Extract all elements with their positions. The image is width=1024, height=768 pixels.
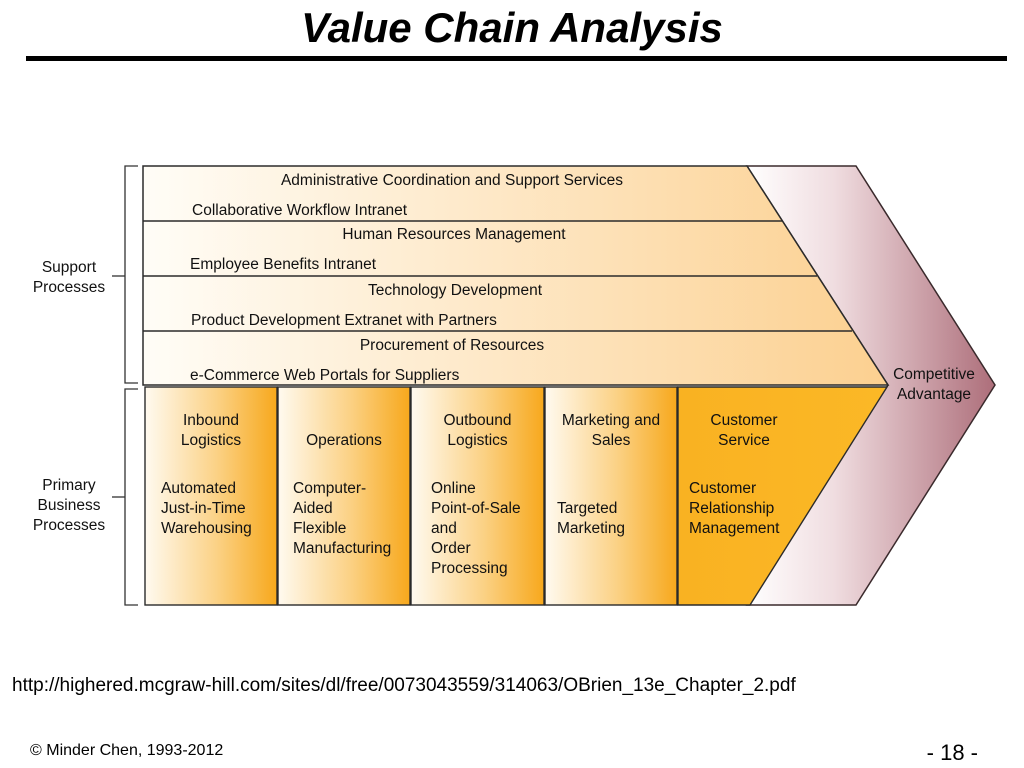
support-activity-name: Administrative Coordination and Support … [280,172,624,189]
primary-box [144,386,278,606]
support-activity-tool: Product Development Extranet with Partne… [191,312,497,329]
primary-activity-name: Operations [306,432,382,449]
page-title: Value Chain Analysis [301,4,723,51]
primary-box [544,386,678,606]
primary-box [677,386,889,606]
page-number: - 18 - [926,740,978,765]
support-activity-name: Procurement of Resources [359,337,545,354]
support-bracket [124,165,138,384]
primary-activity-tool: Automated Just-in-Time Warehousing [161,480,252,537]
primary-activity-tool: Targeted Marketing [557,500,626,537]
primary-box [410,386,545,606]
support-activity-tool: e-Commerce Web Portals for Suppliers [190,367,460,384]
copyright: © Minder Chen, 1993-2012 [30,742,224,759]
support-activity-tool: Employee Benefits Intranet [190,256,377,273]
primary-box [277,386,411,606]
competitive-advantage-label: Competitive Advantage [893,366,975,403]
support-activity-name: Technology Development [367,282,543,299]
primary-activity-tool: Online Point-of-Sale and Order Processin… [431,480,521,577]
support-activity-name: Human Resources Management [342,226,566,243]
title-rule [26,56,1007,61]
primary-bracket [124,388,138,606]
primary-processes-label: Primary Business Processes [32,477,106,534]
primary-activity-tool: Customer Relationship Management [689,480,780,537]
support-processes-label: Support Processes [32,259,106,296]
primary-activity-name: Customer Service [710,412,778,449]
primary-activity-name: Inbound Logistics [180,412,242,449]
source-url: http://highered.mcgraw-hill.com/sites/dl… [12,675,796,696]
primary-activity-name: Outbound Logistics [443,412,512,449]
primary-activity-tool: Computer- Aided Flexible Manufacturing [293,480,392,557]
support-activity-tool: Collaborative Workflow Intranet [192,202,408,219]
primary-activity-name: Marketing and Sales [561,412,661,449]
